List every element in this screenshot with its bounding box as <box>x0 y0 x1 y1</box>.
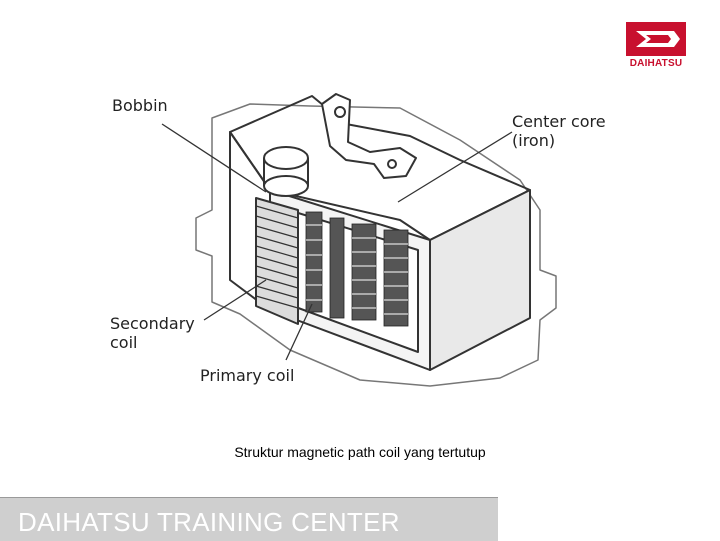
secondary-coil-label: Secondary coil <box>110 314 195 352</box>
diagram-caption: Struktur magnetic path coil yang tertutu… <box>234 444 486 460</box>
daihatsu-logo-icon <box>624 18 688 58</box>
logo-wordmark: DAIHATSU <box>629 58 683 69</box>
coil-illustration <box>161 93 557 387</box>
ignition-coil-diagram: Bobbin Center core (iron) Secondary coil… <box>100 80 640 400</box>
footer-title: DAIHATSU TRAINING CENTER <box>18 507 400 537</box>
center-core-label: Center core (iron) <box>512 112 606 150</box>
footer-banner: DAIHATSU TRAINING CENTER <box>0 497 498 541</box>
primary-coil-label: Primary coil <box>200 366 295 385</box>
daihatsu-logo: DAIHATSU <box>624 18 688 74</box>
bobbin-label: Bobbin <box>112 96 168 115</box>
